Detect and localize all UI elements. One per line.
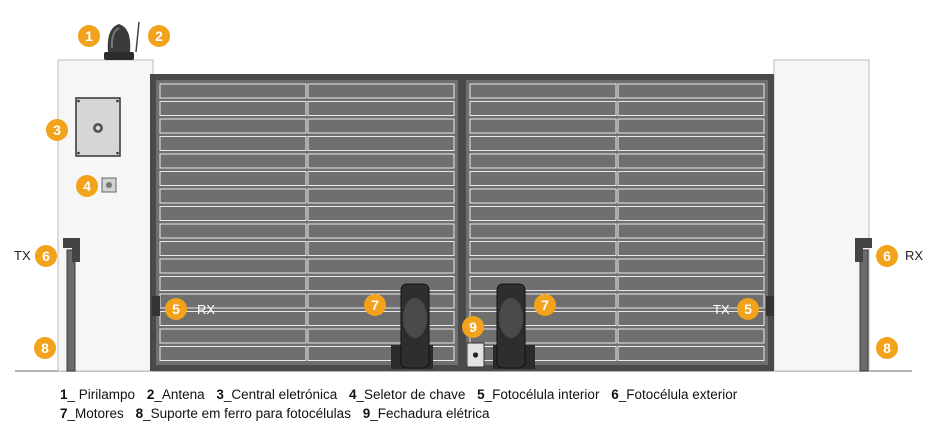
label-tx-exterior: TX [14, 248, 31, 263]
gate-slat [159, 328, 307, 344]
electric-lock-icon [466, 342, 485, 368]
photocell-interior-left [152, 296, 160, 316]
gate-slat [469, 258, 617, 274]
legend-item: 5_Fotocélula interior [477, 387, 600, 402]
gate-slat [617, 311, 765, 326]
label-rx-exterior: RX [905, 248, 924, 263]
flashing-light-icon [104, 24, 134, 60]
gate-slat [307, 118, 455, 134]
gate-slat [617, 171, 765, 186]
marker-3: 3 [46, 119, 68, 141]
gate-slat [617, 188, 765, 204]
right-pillar [773, 59, 870, 372]
control-box-icon [75, 97, 121, 157]
gate-slat [307, 83, 455, 99]
legend-item: 2_Antena [146, 387, 205, 402]
gate-slat [469, 241, 617, 256]
gate-slat [617, 118, 765, 134]
marker-5-left: 5 [165, 298, 187, 320]
gate-slat [307, 206, 455, 221]
gate-slat [469, 171, 617, 186]
gate-slat [307, 136, 455, 151]
gate-slat [617, 206, 765, 221]
gate-slat [159, 223, 307, 239]
legend-item: 4_Seletor de chave [349, 387, 466, 402]
motor-right-icon [493, 283, 535, 369]
gate-slat [159, 276, 307, 291]
legend-item: 3_Central eletrónica [216, 387, 338, 402]
gate-slat [159, 171, 307, 186]
gate-slat [307, 258, 455, 274]
gate-slat [617, 223, 765, 239]
gate-slat [469, 346, 617, 361]
gate-slat [307, 188, 455, 204]
marker-7-right: 7 [534, 294, 556, 316]
marker-8-right: 8 [876, 337, 898, 359]
gate-slat [469, 101, 617, 116]
marker-4: 4 [76, 175, 98, 197]
marker-7-left: 7 [364, 294, 386, 316]
gate-slat [617, 101, 765, 116]
gate-slat [307, 223, 455, 239]
gate-slat [159, 241, 307, 256]
gate-slat [617, 328, 765, 344]
marker-8-left: 8 [34, 337, 56, 359]
gate-slat [469, 188, 617, 204]
motor-left-icon [391, 283, 433, 369]
gate-slat [159, 311, 307, 326]
marker-5-right: 5 [737, 298, 759, 320]
gate-slat [307, 171, 455, 186]
gate-slat [617, 258, 765, 274]
photocell-post-left [63, 238, 80, 372]
antenna-icon [135, 21, 140, 53]
marker-2: 2 [148, 25, 170, 47]
gate-slat [469, 223, 617, 239]
gate-slat [159, 153, 307, 169]
gate-slat [469, 206, 617, 221]
gate-slat [469, 153, 617, 169]
gate-slat [307, 276, 455, 291]
legend-item: 9_Fechadura elétrica [362, 406, 490, 421]
label-tx-interior: TX [713, 302, 730, 317]
gate-slat [469, 118, 617, 134]
gate-slat [617, 293, 765, 309]
marker-6-right: 6 [876, 245, 898, 267]
gate-slat [617, 276, 765, 291]
gate-slat [307, 328, 455, 344]
gate-slat [617, 136, 765, 151]
gate-slat [469, 83, 617, 99]
photocell-interior-right [766, 296, 774, 316]
key-selector-icon [101, 177, 117, 193]
legend: 1_ Pirilampo 2_Antena 3_Central eletróni… [60, 385, 860, 423]
gate-slat [307, 153, 455, 169]
gate-slat [617, 241, 765, 256]
gate-slat [159, 101, 307, 116]
gate-slat [159, 188, 307, 204]
gate-slat [469, 328, 617, 344]
gate-slat [617, 83, 765, 99]
gate-slat [159, 136, 307, 151]
gate-slat [159, 258, 307, 274]
legend-item: 6_Fotocélula exterior [611, 387, 738, 402]
gate-slat [159, 346, 307, 361]
marker-9: 9 [462, 316, 484, 338]
legend-item: 1_ Pirilampo [60, 387, 136, 402]
gate-slat [617, 346, 765, 361]
legend-item: 7_Motores [60, 406, 124, 421]
gate-slat [469, 276, 617, 291]
label-rx-interior: RX [197, 302, 216, 317]
gate-slat [159, 118, 307, 134]
gate-slat [159, 83, 307, 99]
gate-slat [617, 153, 765, 169]
marker-6-left: 6 [35, 245, 57, 267]
gate-slat [307, 101, 455, 116]
gate-slat [469, 136, 617, 151]
gate-slat [307, 241, 455, 256]
legend-item: 8_Suporte em ferro para fotocélulas [135, 406, 351, 421]
gate-slat [159, 206, 307, 221]
gate-slats [159, 83, 765, 361]
photocell-post-right [855, 238, 872, 372]
marker-1: 1 [78, 25, 100, 47]
